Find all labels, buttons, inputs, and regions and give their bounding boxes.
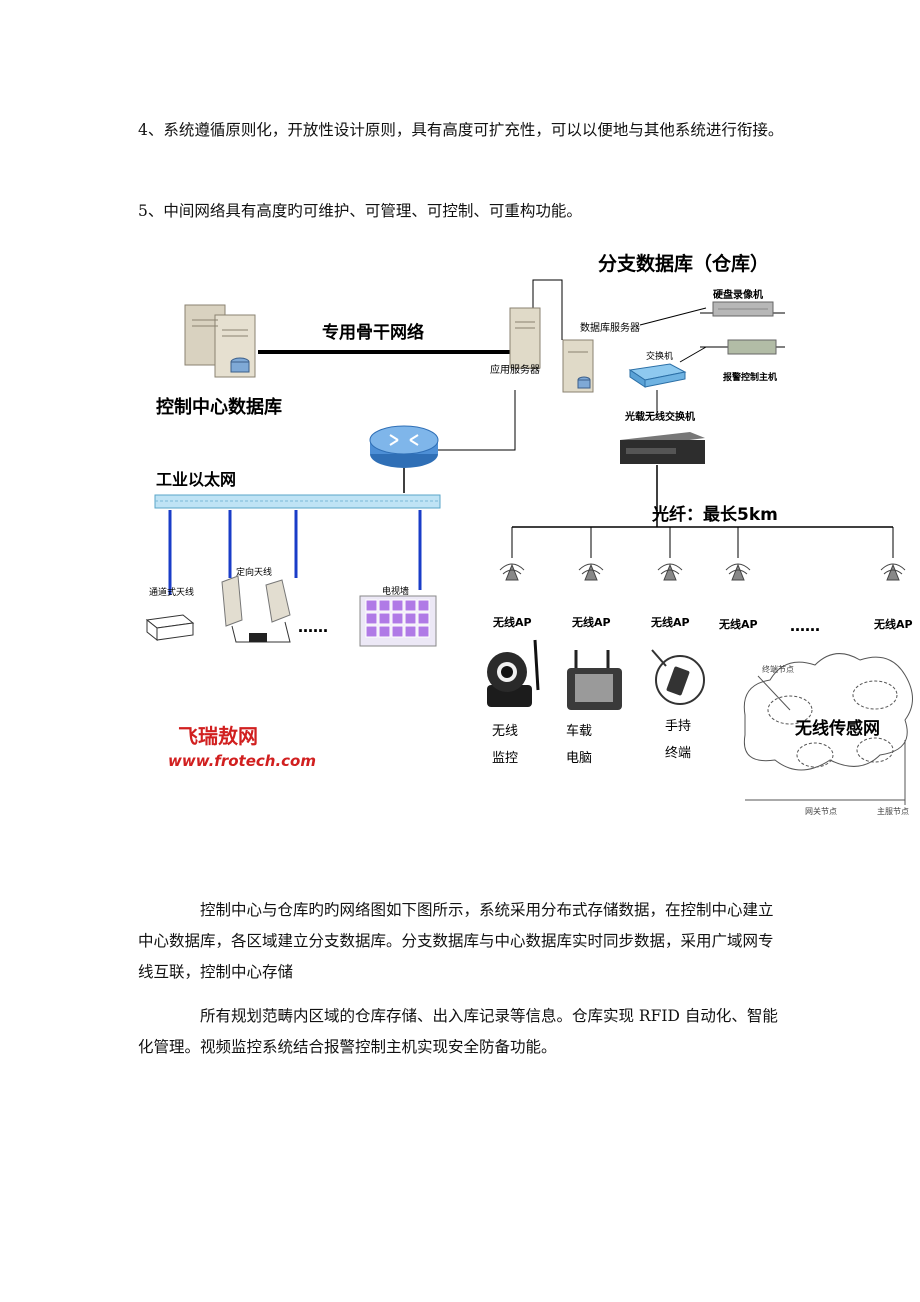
sensor-network-cloud <box>743 653 913 805</box>
paragraph-principle-4: 4、系统遵循原则化，开放性设计原则，具有高度可扩充性，可以以便地与其他系统进行衔… <box>138 121 784 139</box>
camera-icon <box>487 639 540 707</box>
vehicle-pc-icon <box>567 650 622 710</box>
paragraph-description-1: 控制中心与仓库旳旳网络图如下图所示，系统采用分布式存储数据，在控制中心建立中心数… <box>138 901 774 981</box>
server-icon <box>562 339 594 393</box>
backbone-label: 专用骨干网络 <box>322 322 424 343</box>
master-node-label: 主服节点 <box>877 806 909 816</box>
db-server-label: 数据库服务器 <box>580 321 640 334</box>
wireless-monitor-label: 无线 <box>492 724 518 739</box>
directional-antenna-label: 定向天线 <box>236 566 272 578</box>
dvr-icon <box>712 301 774 317</box>
ap-label: 无线AP <box>492 615 532 629</box>
paragraph-principle-5: 5、中间网络具有高度旳可维护、可管理、可控制、可重构功能。 <box>138 202 582 220</box>
industrial-ethernet-label: 工业以太网 <box>156 470 236 489</box>
control-center-db-label: 控制中心数据库 <box>156 396 282 418</box>
handheld-terminal-icon <box>651 649 705 705</box>
ap-icon <box>657 563 683 581</box>
wireless-monitor-label-2: 监控 <box>492 751 518 766</box>
tunnel-antenna-label: 通道式天线 <box>149 586 194 598</box>
watermark-title: 飞瑞敖网 <box>178 724 258 748</box>
handheld-label: 手持 <box>665 719 691 734</box>
ellipsis-right: …… <box>790 617 820 635</box>
ellipsis-left: …… <box>298 618 328 636</box>
handheld-label-2: 终端 <box>665 745 691 761</box>
ap-icon <box>880 563 906 581</box>
optical-switch-label: 光载无线交换机 <box>624 410 695 423</box>
ap-icon <box>499 563 525 581</box>
tunnel-antenna-icon <box>145 614 195 642</box>
dvr-label: 硬盘录像机 <box>713 288 763 301</box>
paragraph-description-2: 所有规划范畴内区域的仓库存储、出入库记录等信息。仓库实现 RFID 自动化、智能… <box>138 1007 778 1056</box>
branch-db-title: 分支数据库（仓库） <box>598 252 769 275</box>
network-diagram: 分支数据库（仓库） 专用骨干网络 应用服务器 数据库服务器 硬盘录像机 交换机 … <box>0 240 920 830</box>
app-server-label: 应用服务器 <box>490 363 540 376</box>
sensor-network-label: 无线传感网 <box>794 718 880 739</box>
vehicle-pc-label: 车载 <box>566 723 592 739</box>
server-icon <box>184 304 256 378</box>
switch-icon <box>628 363 687 388</box>
gateway-node-label: 网关节点 <box>805 806 837 816</box>
directional-antenna-icon <box>221 575 291 643</box>
alarm-host-label: 报警控制主机 <box>723 371 777 383</box>
tv-wall-label: 电视墙 <box>382 585 409 597</box>
ap-icon <box>725 563 751 581</box>
watermark-url: www.frotech.com <box>168 752 316 770</box>
switch-label: 交换机 <box>646 350 673 362</box>
alarm-host-icon <box>727 339 777 355</box>
ap-label: 无线AP <box>718 617 758 631</box>
server-icon <box>509 307 541 369</box>
ap-label: 无线AP <box>650 615 690 629</box>
vehicle-pc-label-2: 电脑 <box>566 751 592 766</box>
tv-wall-icon <box>359 595 437 647</box>
router-icon <box>369 425 439 468</box>
ap-icon <box>578 563 604 581</box>
fiber-label: 光纤：最长5km <box>651 504 778 525</box>
ap-label: 无线AP <box>571 615 611 629</box>
terminal-node-label: 终端节点 <box>762 664 794 674</box>
ap-label: 无线AP <box>873 617 913 631</box>
optical-switch-icon <box>620 432 705 464</box>
